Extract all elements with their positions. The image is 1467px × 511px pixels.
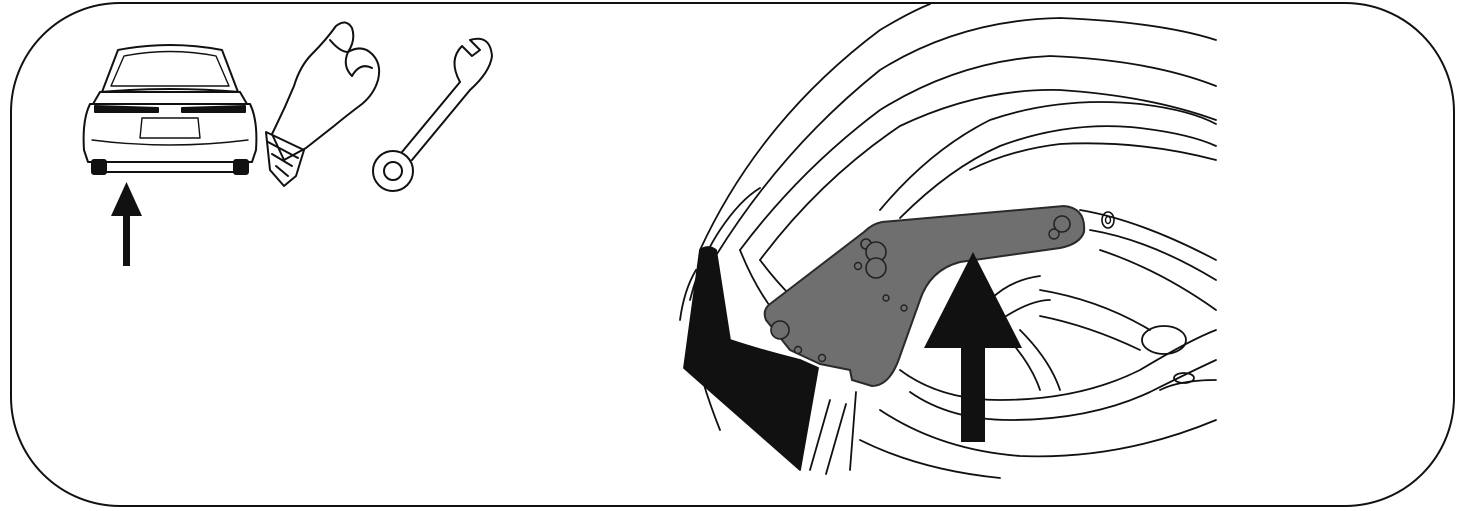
car-rear-view-icon: [84, 45, 257, 174]
wrench-icon: [373, 39, 492, 191]
up-arrow-icon: [111, 182, 142, 266]
rear-wheel-well-illustration: [680, 4, 1216, 478]
access-panel: [765, 206, 1084, 386]
lift-direction-arrow: [924, 252, 1022, 442]
glove-hand-icon: [266, 22, 379, 186]
